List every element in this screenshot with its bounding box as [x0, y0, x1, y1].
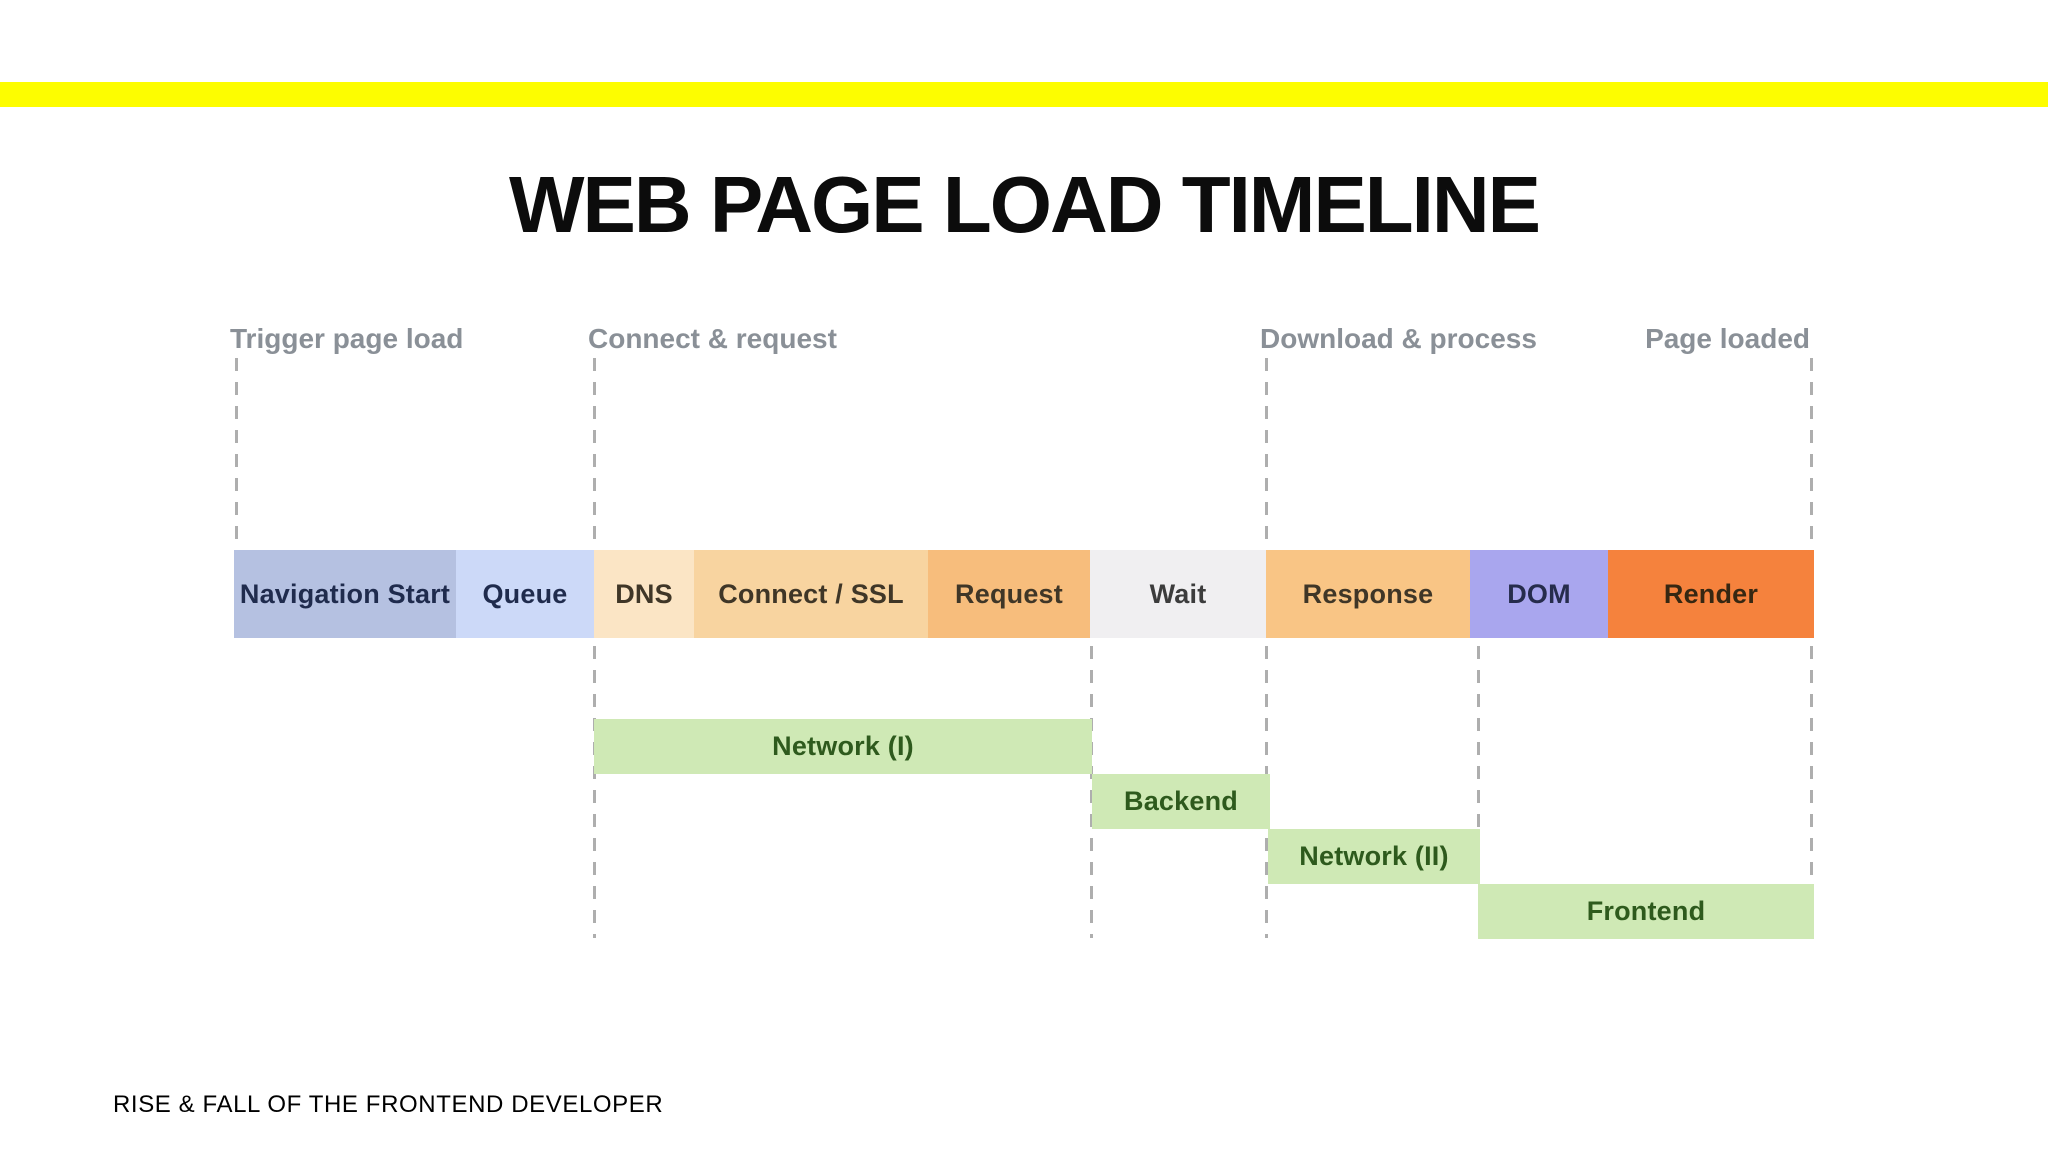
- lane-label-backend: Backend: [1124, 786, 1238, 816]
- phase-segment-connect-ssl: Connect / SSL: [694, 550, 928, 638]
- dashed-guide-line-loaded-top: [1810, 358, 1813, 546]
- phase-segment-wait: Wait: [1090, 550, 1266, 638]
- lane-label-network-1: Network (I): [772, 731, 914, 761]
- dashed-guide-line-network1-start: [593, 646, 596, 938]
- phase-label-queue: Queue: [482, 578, 568, 609]
- dashed-guide-line-backend-start: [1090, 646, 1093, 938]
- lane-backend: Backend: [1092, 774, 1270, 829]
- milestone-label-trigger-page-load: Trigger page load: [230, 323, 464, 354]
- lane-label-network-2: Network (II): [1299, 841, 1449, 871]
- phase-segment-request: Request: [928, 550, 1090, 638]
- phase-segment-response: Response: [1266, 550, 1470, 638]
- phase-label-connect-ssl: Connect / SSL: [718, 578, 904, 609]
- milestone-label-connect-request: Connect & request: [588, 323, 837, 354]
- dashed-guide-line-connect-top: [593, 358, 596, 546]
- phase-label-render: Render: [1663, 578, 1759, 609]
- phase-label-dns: DNS: [615, 578, 673, 609]
- phase-segment-render: Render: [1608, 550, 1814, 638]
- dashed-guide-line-trigger-top: [235, 358, 238, 546]
- lane-frontend: Frontend: [1478, 884, 1814, 939]
- footer-caption: RISE & FALL OF THE FRONTEND DEVELOPER: [113, 1091, 664, 1118]
- phase-segment-navigation-start: Navigation Start: [234, 550, 456, 638]
- phase-label-navigation-start: Navigation Start: [239, 578, 451, 609]
- dashed-guide-line-frontend-start: [1477, 646, 1480, 884]
- lane-network-1: Network (I): [594, 719, 1092, 774]
- dashed-guide-line-download-top: [1265, 358, 1268, 546]
- dashed-guide-line-loaded-bottom: [1810, 646, 1813, 938]
- accent-stripe: [0, 82, 2048, 107]
- phase-segment-dom: DOM: [1470, 550, 1608, 638]
- phase-label-response: Response: [1302, 578, 1434, 609]
- phase-label-dom: DOM: [1507, 578, 1571, 609]
- milestone-label-page-loaded: Page loaded: [1645, 323, 1810, 354]
- phase-label-request: Request: [955, 578, 1063, 609]
- phase-label-wait: Wait: [1149, 578, 1207, 609]
- page-title: WEB PAGE LOAD TIMELINE: [508, 160, 1541, 249]
- lane-label-frontend: Frontend: [1586, 896, 1706, 926]
- phase-segment-dns: DNS: [594, 550, 694, 638]
- milestone-label-download-process: Download & process: [1260, 323, 1537, 354]
- lane-network-2: Network (II): [1268, 829, 1480, 884]
- phase-segment-queue: Queue: [456, 550, 594, 638]
